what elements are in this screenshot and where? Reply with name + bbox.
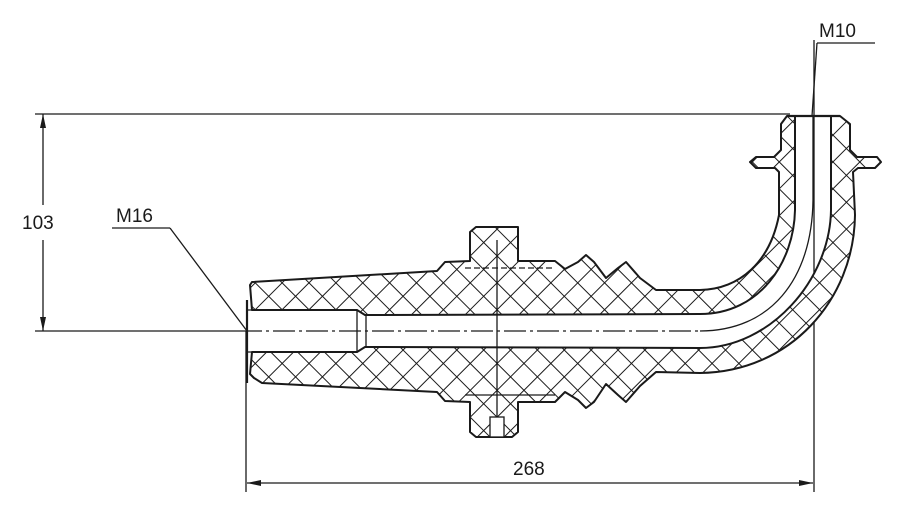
channel-mid-curve [699, 116, 814, 332]
bore [245, 114, 840, 383]
upper-wall [249, 115, 796, 316]
m10-callout [811, 42, 875, 117]
nut-detail [465, 240, 555, 438]
m16-leader [169, 227, 248, 332]
m16-callout [112, 227, 248, 332]
lower-nut-slot [489, 416, 505, 438]
boot-body [249, 115, 882, 438]
length-dimension-value: 268 [513, 459, 545, 480]
dimension-lines [35, 40, 815, 492]
height-dimension-value: 103 [22, 213, 54, 234]
m10-label: M10 [819, 21, 856, 42]
m10-leader [811, 42, 818, 117]
lower-wall [249, 115, 882, 438]
m16-label: M16 [116, 206, 153, 227]
